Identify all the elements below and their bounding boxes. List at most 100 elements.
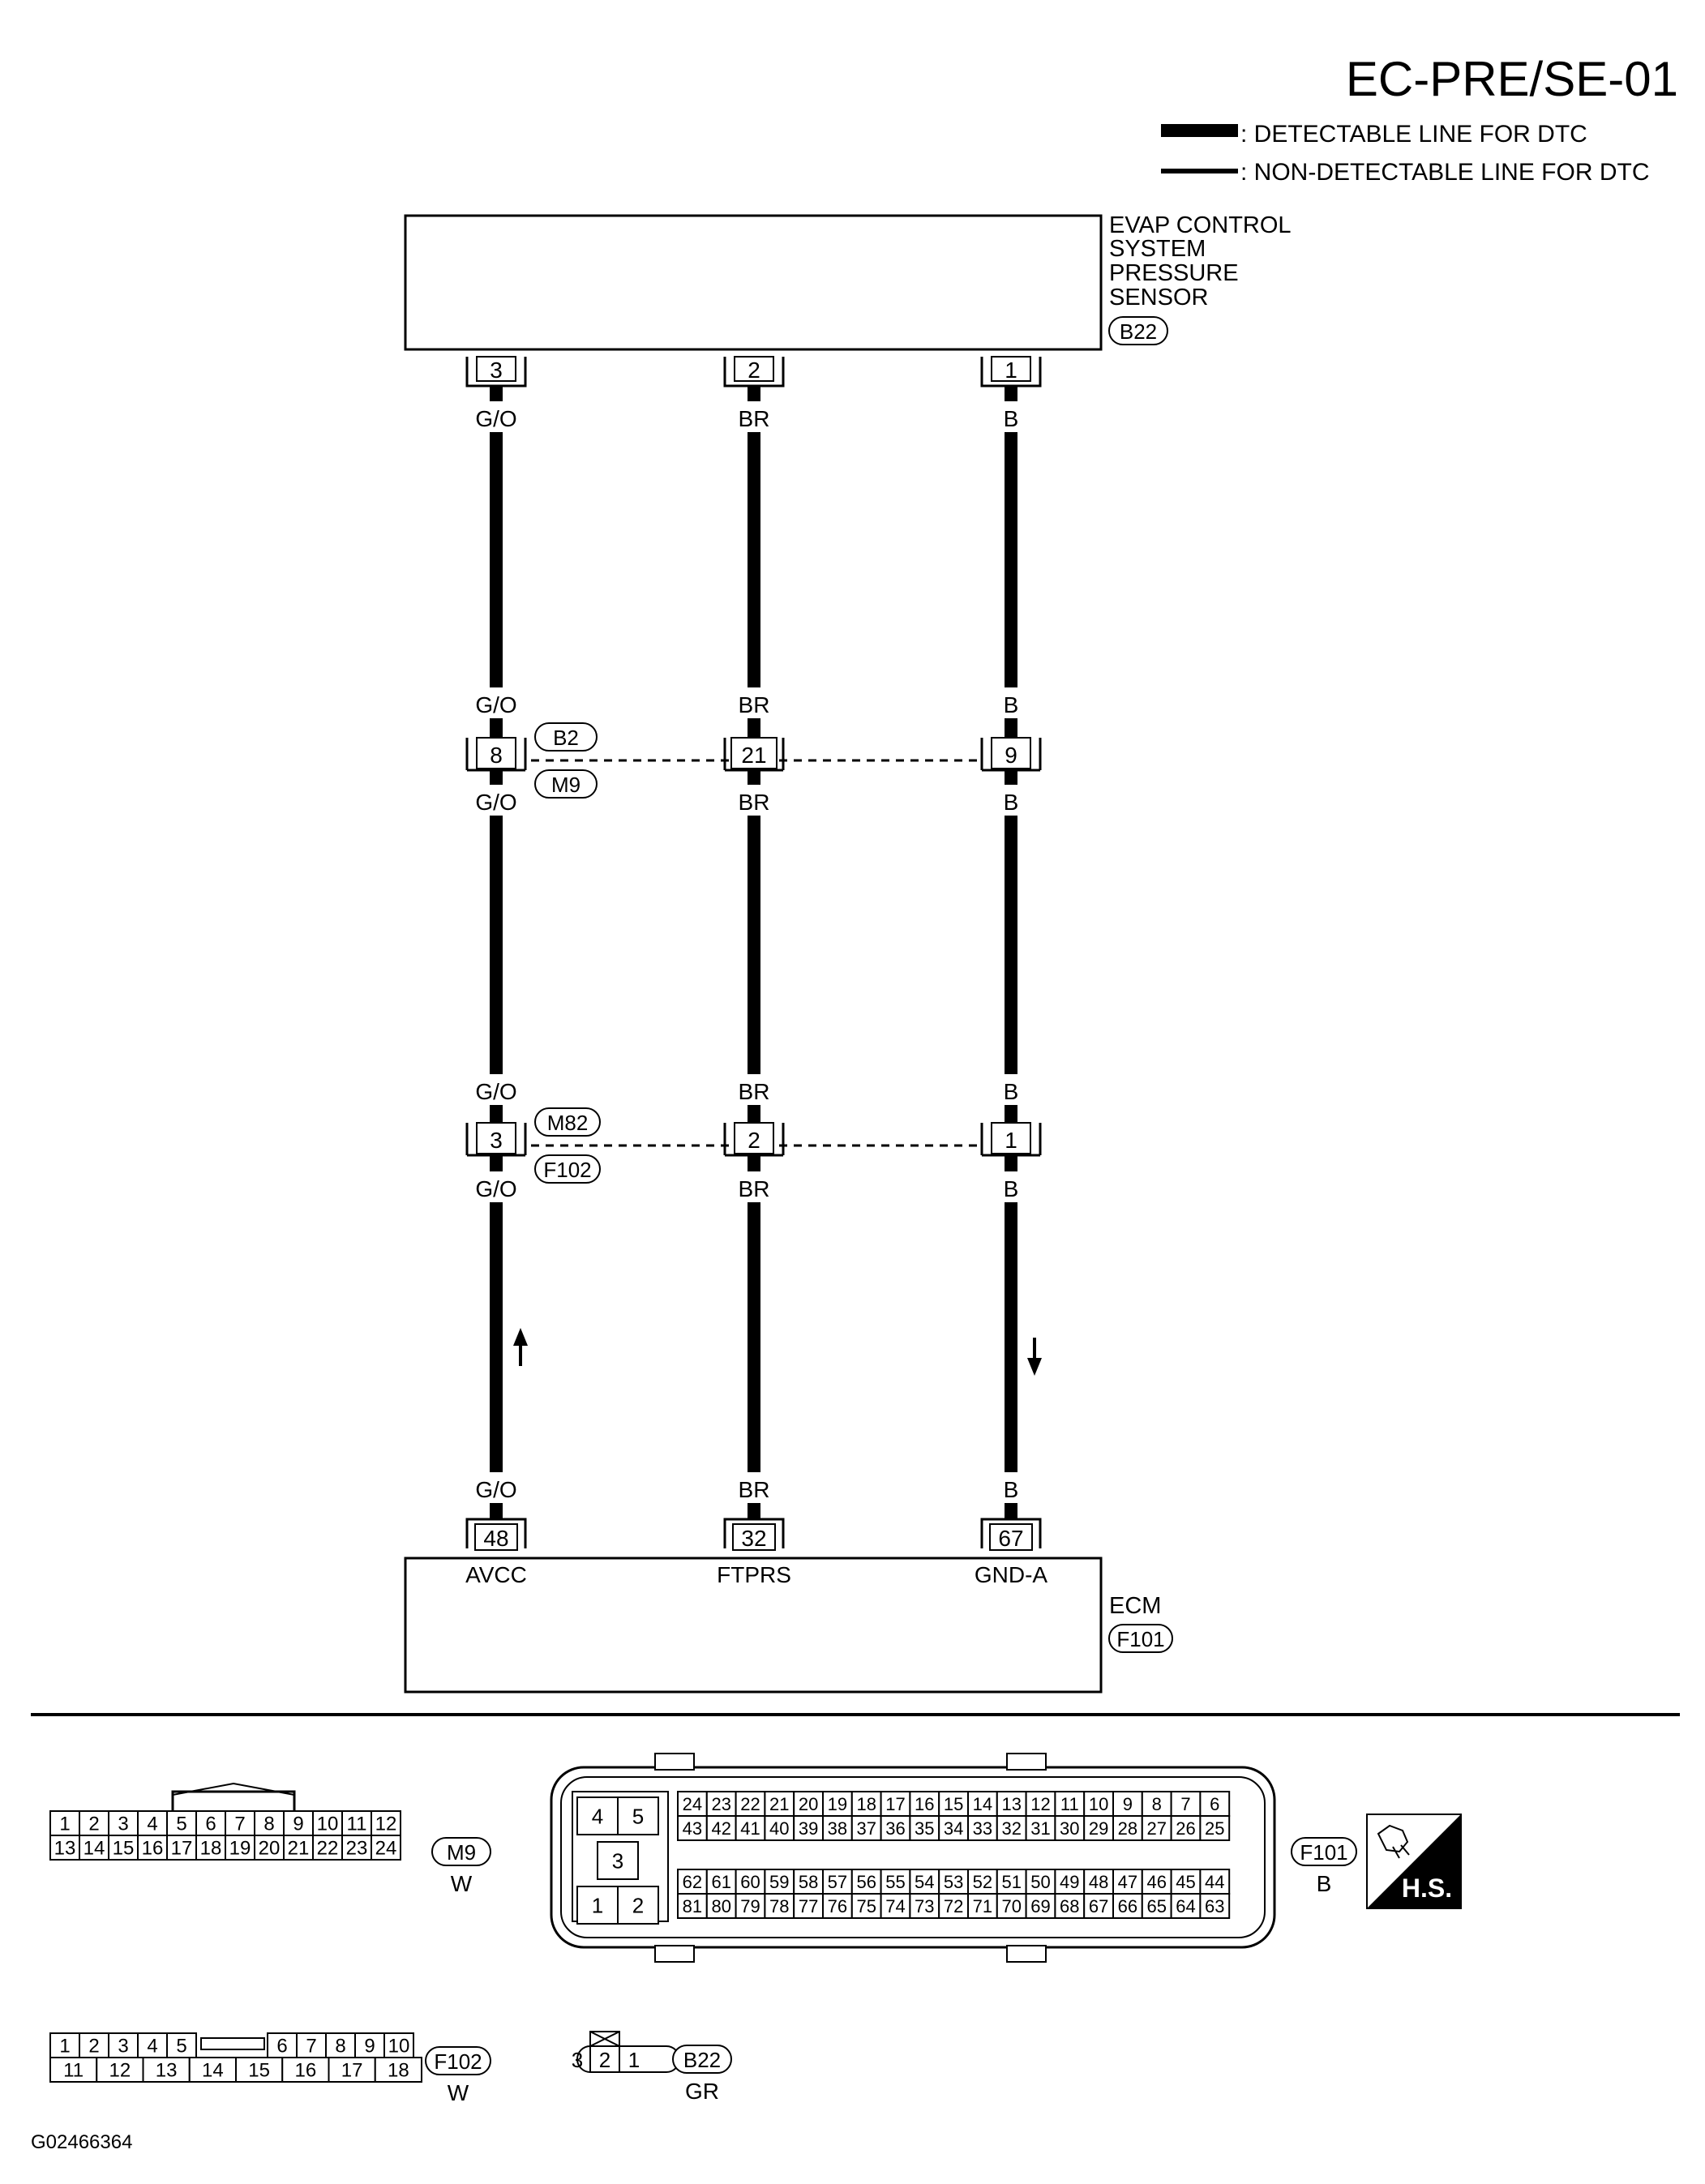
- wire-color-label: G/O: [475, 1477, 516, 1502]
- svg-text:18: 18: [856, 1794, 876, 1814]
- junction-2-connector-bottom: F102: [543, 1158, 591, 1182]
- connector-pin-cell: 71: [967, 1893, 998, 1919]
- b22-connector-color: GR: [685, 2079, 719, 2104]
- connector-pin-cell: 6: [267, 2032, 298, 2058]
- connector-pin-cell: 32: [996, 1815, 1027, 1841]
- svg-text:53: 53: [944, 1872, 963, 1892]
- connector-pin-cell: 7: [225, 1810, 255, 1836]
- junction-2-pin-3: 3: [465, 1122, 527, 1157]
- legend-non-detectable-swatch: [1161, 169, 1238, 173]
- connector-pin-cell: 35: [909, 1815, 940, 1841]
- wire-color-label: G/O: [475, 406, 516, 431]
- connector-pin-cell: 29: [1083, 1815, 1114, 1841]
- connector-pin-cell: 20: [793, 1791, 825, 1817]
- connector-pin-cell: 26: [1170, 1815, 1202, 1841]
- connector-pin-cell: 20: [254, 1835, 285, 1861]
- svg-text:5: 5: [176, 2036, 186, 2058]
- svg-text:3: 3: [118, 1814, 128, 1835]
- svg-text:18: 18: [200, 1838, 222, 1860]
- svg-text:9: 9: [1123, 1794, 1133, 1814]
- svg-text:80: 80: [711, 1896, 730, 1916]
- svg-text:22: 22: [317, 1838, 339, 1860]
- svg-text:13: 13: [54, 1838, 76, 1860]
- wire-color-label: BR: [739, 790, 770, 815]
- svg-text:7: 7: [1180, 1794, 1190, 1814]
- connector-pin-cell: 11: [49, 2057, 98, 2083]
- svg-text:70: 70: [1001, 1896, 1021, 1916]
- svg-text:15: 15: [248, 2060, 270, 2082]
- svg-text:76: 76: [828, 1896, 847, 1916]
- connector-pin-cell: 8: [254, 1810, 285, 1836]
- svg-text:74: 74: [885, 1896, 905, 1916]
- connector-pin-cell: 10: [1083, 1791, 1114, 1817]
- connector-pin-cell: 19: [822, 1791, 853, 1817]
- connector-pin-cell: 33: [967, 1815, 998, 1841]
- svg-text:14: 14: [973, 1794, 992, 1814]
- connector-pin-cell: 6: [1199, 1791, 1231, 1817]
- wire-color-label: G/O: [475, 1079, 516, 1104]
- connector-pin-cell: 36: [880, 1815, 911, 1841]
- connector-pin-cell: 17: [328, 2057, 376, 2083]
- svg-text:2: 2: [632, 1893, 644, 1917]
- junction-2-connector-top-badge: [534, 1107, 601, 1137]
- svg-text:17: 17: [885, 1794, 905, 1814]
- svg-text:62: 62: [683, 1872, 702, 1892]
- connector-pin-cell: 52: [967, 1869, 998, 1895]
- b22-pin: 3: [572, 2048, 583, 2072]
- wire-color-label: BR: [739, 692, 770, 717]
- wire-color-label: B: [1004, 790, 1019, 815]
- connector-pin-cell: 15: [938, 1791, 969, 1817]
- connector-pin-cell: 3: [108, 1810, 139, 1836]
- connector-pin-cell: 56: [850, 1869, 882, 1895]
- b22-connector-id: B22: [683, 2048, 721, 2072]
- ecm-terminal-label: AVCC: [465, 1562, 527, 1587]
- svg-text:26: 26: [1176, 1818, 1195, 1839]
- connector-pin-cell: 77: [793, 1893, 825, 1919]
- svg-text:9: 9: [293, 1814, 303, 1835]
- svg-text:41: 41: [740, 1818, 760, 1839]
- svg-text:32: 32: [741, 1526, 766, 1551]
- svg-text:19: 19: [229, 1838, 251, 1860]
- connector-pin-cell: 8: [325, 2032, 356, 2058]
- svg-text:7: 7: [234, 1814, 245, 1835]
- connector-pin-cell: 10: [312, 1810, 343, 1836]
- svg-text:37: 37: [856, 1818, 876, 1839]
- f101-connector-id: F101: [1300, 1840, 1347, 1865]
- connector-pin-cell: 1: [49, 2032, 80, 2058]
- wire-color-label: BR: [739, 1477, 770, 1502]
- connector-pin-cell: 59: [764, 1869, 795, 1895]
- connector-pin-cell: 2: [79, 2032, 109, 2058]
- svg-text:24: 24: [683, 1794, 702, 1814]
- svg-text:42: 42: [711, 1818, 730, 1839]
- svg-text:6: 6: [276, 2036, 287, 2058]
- svg-text:9: 9: [364, 2036, 375, 2058]
- junction-2-pin-1: 1: [980, 1122, 1042, 1157]
- svg-text:59: 59: [769, 1872, 789, 1892]
- svg-text:25: 25: [1205, 1818, 1224, 1839]
- connector-pin-cell: 12: [1025, 1791, 1056, 1817]
- connector-pin-cell: 3: [597, 1841, 639, 1880]
- figure-code: G02466364: [31, 2131, 132, 2153]
- svg-text:23: 23: [346, 1838, 368, 1860]
- svg-text:43: 43: [683, 1818, 702, 1839]
- svg-text:48: 48: [483, 1526, 508, 1551]
- connector-pin-cell: 22: [312, 1835, 343, 1861]
- wire-color-label: G/O: [475, 1176, 516, 1201]
- svg-text:8: 8: [335, 2036, 345, 2058]
- connector-pin-cell: 13: [142, 2057, 191, 2083]
- svg-text:32: 32: [1001, 1818, 1021, 1839]
- connector-pin-cell: 18: [850, 1791, 882, 1817]
- svg-text:8: 8: [490, 743, 503, 768]
- svg-text:4: 4: [147, 2036, 157, 2058]
- connector-pin-cell: 22: [735, 1791, 766, 1817]
- svg-text:49: 49: [1060, 1872, 1079, 1892]
- svg-text:1: 1: [59, 1814, 70, 1835]
- svg-text:72: 72: [944, 1896, 963, 1916]
- connector-pin-cell: 38: [822, 1815, 853, 1841]
- connector-pin-cell: 13: [996, 1791, 1027, 1817]
- legend-non-detectable-label: : NON-DETECTABLE LINE FOR DTC: [1240, 159, 1650, 186]
- connector-pin-cell: 45: [1170, 1869, 1202, 1895]
- connector-pin-cell: 51: [996, 1869, 1027, 1895]
- f101-connector-color: B: [1317, 1871, 1332, 1896]
